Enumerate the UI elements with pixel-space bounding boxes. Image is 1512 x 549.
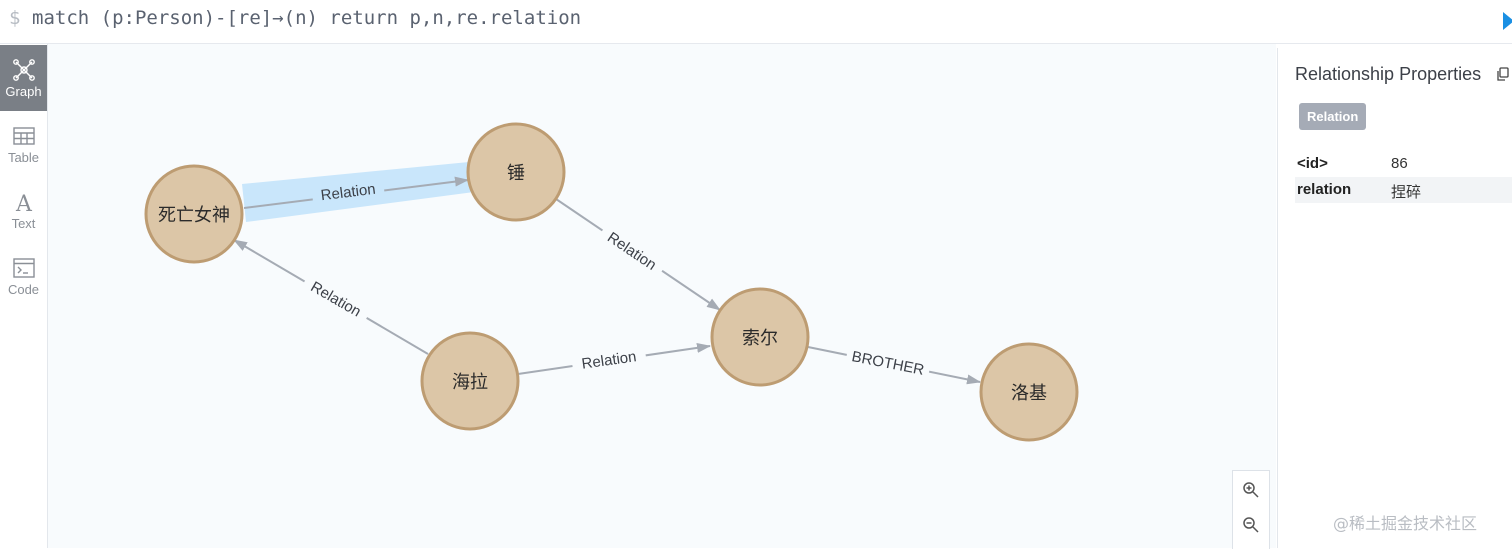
relationship-label: Relation	[604, 229, 659, 274]
properties-title: Relationship Properties	[1295, 64, 1482, 84]
node-death[interactable]: 死亡女神	[144, 164, 244, 264]
relationship-label: Relation	[320, 181, 377, 205]
tab-text-label: Text	[11, 215, 36, 231]
zoom-in-icon	[1243, 482, 1259, 498]
node-label: 死亡女神	[158, 205, 230, 226]
graph-svg: Relation Relation Relation Relation BROT…	[144, 122, 1079, 442]
node-hammer[interactable]: 锤	[466, 122, 566, 222]
zoom-in-button[interactable]	[1233, 473, 1269, 507]
query-editor[interactable]: match (p:Person)-[re]→(n) return p,n,re.…	[32, 7, 582, 29]
relationship-hela-thor[interactable]: Relation	[517, 342, 711, 376]
relationship-hela-death[interactable]: Relation	[233, 239, 429, 355]
query-prompt: $	[9, 7, 21, 29]
zoom-out-button[interactable]	[1233, 508, 1269, 542]
relationship-hammer-thor[interactable]: Relation	[555, 198, 721, 311]
property-row-relation: relation 捏碎	[1295, 177, 1512, 203]
node-hela[interactable]: 海拉	[420, 331, 520, 431]
query-bar: $ match (p:Person)-[re]→(n) return p,n,r…	[0, 0, 1512, 44]
node-label: 锤	[507, 163, 525, 184]
property-value: 捏碎	[1391, 184, 1422, 201]
properties-panel: Relationship Properties Relation <id> 86…	[1277, 48, 1512, 548]
property-key: <id>	[1297, 155, 1328, 172]
node-label: 洛基	[1011, 383, 1047, 404]
property-key: relation	[1297, 181, 1352, 198]
relationship-label: Relation	[581, 348, 638, 372]
tab-table-label: Table	[7, 149, 40, 165]
zoom-controls	[1232, 470, 1270, 549]
watermark: @稀土掘金技术社区	[1333, 514, 1478, 533]
tab-code-label: Code	[7, 281, 40, 297]
tab-code[interactable]: Code	[0, 243, 47, 309]
graph-icon	[12, 58, 36, 82]
text-icon: A	[12, 190, 36, 217]
graph-canvas[interactable]: Relation Relation Relation Relation BROT…	[48, 44, 1276, 548]
relationship-type-badge[interactable]: Relation	[1299, 103, 1367, 130]
tab-graph[interactable]: Graph	[0, 45, 47, 111]
node-thor[interactable]: 索尔	[710, 287, 810, 387]
property-value: 86	[1391, 155, 1408, 172]
property-row-id: <id> 86	[1295, 151, 1512, 177]
copy-icon[interactable]	[1497, 67, 1509, 86]
relationship-death-hammer[interactable]: Relation	[243, 176, 469, 209]
zoom-out-icon	[1243, 517, 1259, 533]
node-label: 海拉	[452, 372, 488, 393]
run-query-button[interactable]	[1503, 12, 1512, 30]
node-loki[interactable]: 洛基	[979, 342, 1079, 442]
view-sidebar: Graph Table A Text	[0, 44, 48, 548]
relationship-thor-loki[interactable]: BROTHER	[807, 345, 981, 385]
tab-text[interactable]: A Text	[0, 177, 47, 243]
svg-text:A: A	[15, 192, 33, 214]
table-icon	[12, 124, 36, 148]
tab-table[interactable]: Table	[0, 111, 47, 177]
relationship-label: BROTHER	[850, 348, 925, 379]
code-icon	[12, 256, 36, 280]
node-label: 索尔	[742, 328, 778, 349]
tab-graph-label: Graph	[5, 83, 42, 99]
